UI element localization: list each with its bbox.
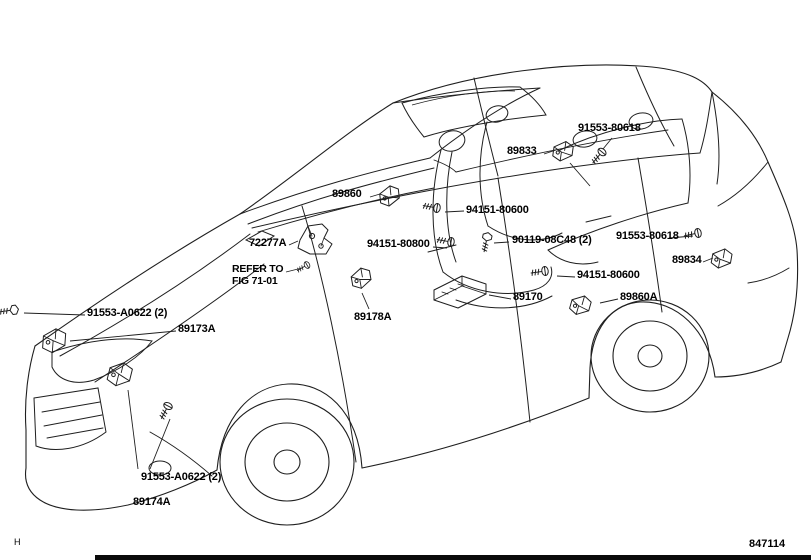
part-label-89860: 89860: [332, 188, 362, 200]
refer-note-line1: REFER TO: [232, 263, 284, 275]
screw-icon-91553-A0622-bottom: [156, 400, 174, 421]
part-label-91553-80618-right: 91553-80618: [616, 230, 679, 242]
headlight: [51, 338, 153, 383]
screw-icon-refer-fig: [295, 260, 312, 275]
page-edge-bar: [95, 555, 811, 560]
part-label-94151-80600-upper: 94151-80600: [466, 204, 529, 216]
part-label-89170: 89170: [513, 291, 543, 303]
fog-light: [148, 460, 172, 476]
front-end-details: [33, 233, 265, 477]
doors-and-details: [244, 157, 663, 463]
part-label-90119-08C48: 90119-08C48 (2): [512, 234, 592, 246]
sensor-89860A-icon: [567, 292, 593, 318]
doc-number: 847114: [749, 538, 786, 550]
rear-headrest-left: [572, 130, 598, 148]
part-label-89174A: 89174A: [133, 496, 171, 508]
part-label-94151-80600-lower: 94151-80600: [577, 269, 640, 281]
screw-icon-91553-80618-right: [682, 227, 703, 241]
part-label-91553-80618-top: 91553-80618: [578, 122, 641, 134]
part-label-89833: 89833: [507, 145, 537, 157]
part-label-89178A: 89178A: [354, 311, 392, 323]
part-label-91553-A0622-left: 91553-A0622 (2): [87, 307, 168, 319]
sensor-89174A-icon: [106, 362, 133, 387]
bolt-icon-91553-A0622-left: [0, 304, 20, 317]
leader-lines: [23, 137, 714, 470]
rear-end-details: [711, 91, 790, 284]
screw-icon-94151-80800: [435, 234, 456, 248]
screw-icon-94151-80600-lower: [530, 265, 550, 278]
sensor-89173A-icon: [42, 328, 67, 354]
screw-icon-94151-80600-upper: [421, 200, 442, 214]
part-label-91553-A0622-bottom: 91553-A0622 (2): [141, 471, 222, 483]
driver-headrest: [438, 130, 466, 152]
bracket-72277A-icon: [297, 223, 333, 255]
grille: [33, 387, 107, 450]
refer-note-line2: FIG 71-01: [232, 275, 278, 287]
part-label-89173A: 89173A: [178, 323, 216, 335]
side-mirror: [244, 230, 276, 247]
car-body-outline: [24, 64, 799, 511]
part-label-72277A: 72277A: [249, 237, 287, 249]
component-icons: [0, 139, 734, 421]
taillight: [747, 267, 790, 284]
part-label-89834: 89834: [672, 254, 702, 266]
front-wheel: [219, 398, 355, 526]
ecu-89170-icon: [433, 275, 487, 309]
sensor-89178A-icon: [349, 266, 373, 291]
seats: [432, 105, 691, 309]
part-label-89860A: 89860A: [620, 291, 658, 303]
bolt-icon-90119-08C48: [479, 231, 494, 254]
sheet-mark: H: [14, 537, 21, 547]
rear-headrest-right: [628, 112, 654, 130]
sunroof: [401, 86, 547, 138]
rear-wheel: [590, 299, 710, 413]
part-label-94151-80800: 94151-80800: [367, 238, 430, 250]
sensor-89833-icon: [551, 139, 575, 163]
sensor-89834-icon: [710, 246, 734, 271]
passenger-headrest: [485, 105, 509, 123]
